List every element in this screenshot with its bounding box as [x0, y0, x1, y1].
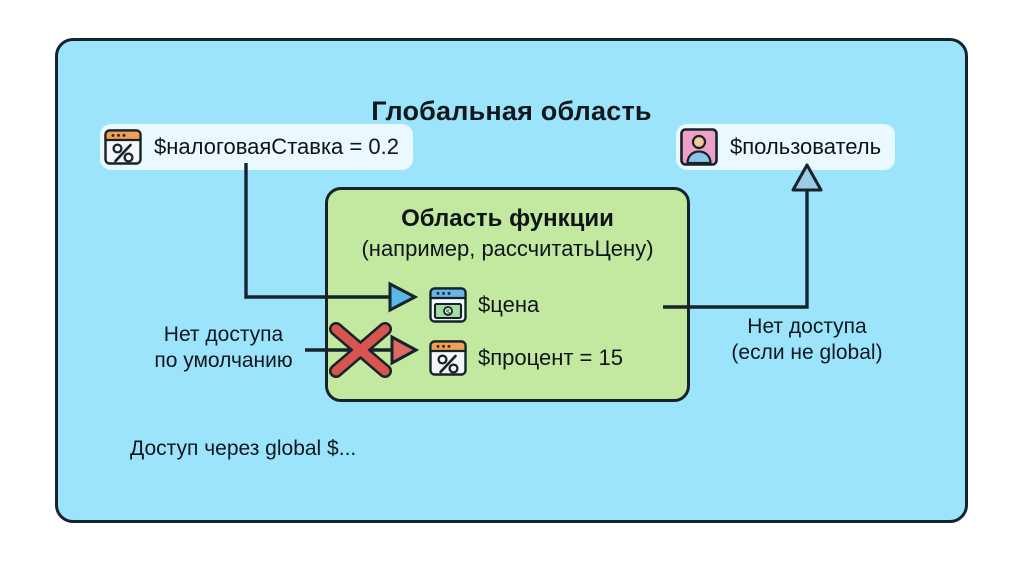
function-var-price: $ $цена	[428, 285, 539, 325]
note-no-access-default-line2: по умолчанию	[154, 348, 293, 372]
function-var-percent: $процент = 15	[428, 338, 623, 378]
function-var-percent-label: $процент = 15	[478, 345, 623, 370]
global-var-tax-rate: $налоговаяСтавка = 0.2	[100, 124, 413, 170]
svg-text:$: $	[446, 307, 451, 316]
function-var-price-label: $цена	[478, 292, 540, 317]
function-scope-box: Область функции (например, рассчитатьЦен…	[325, 187, 690, 402]
global-var-user-label: $пользователь	[730, 134, 882, 159]
function-scope-subtitle: (например, рассчитатьЦену)	[361, 236, 654, 261]
global-var-tax-rate-label: $налоговаяСтавка = 0.2	[154, 134, 399, 159]
global-var-user: $пользователь	[676, 124, 896, 170]
percent-window-icon	[104, 129, 142, 165]
money-window-icon: $	[429, 287, 467, 323]
user-avatar-icon	[680, 128, 718, 166]
function-scope-title: Область функции	[401, 205, 614, 232]
note-global-access: Доступ через global $...	[130, 437, 357, 460]
note-no-access-default-line1: Нет доступа	[163, 323, 284, 346]
note-no-access-global-line2: (если не global)	[731, 340, 883, 364]
percent-window-icon	[429, 340, 467, 376]
page-title: Глобальная область	[371, 96, 652, 126]
note-no-access-global-line1: Нет доступа	[747, 315, 867, 338]
note-no-access-default: Нет доступа по умолчанию	[126, 322, 321, 373]
note-no-access-global: Нет доступа (если не global)	[707, 314, 907, 365]
